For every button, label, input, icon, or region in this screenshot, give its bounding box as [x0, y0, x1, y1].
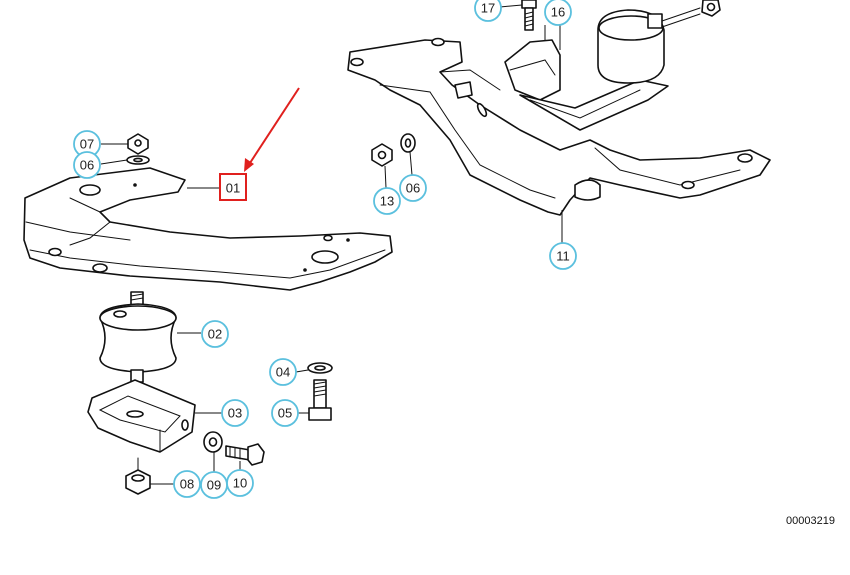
rubber-mount-part-02	[99, 291, 177, 383]
callout-17-label: 17	[481, 1, 495, 16]
callout-09[interactable]: 09	[200, 471, 228, 499]
callout-01-label: 01	[226, 181, 240, 196]
callout-02[interactable]: 02	[201, 320, 229, 348]
callout-01[interactable]: 01	[219, 173, 247, 201]
callout-16-label: 16	[551, 5, 565, 20]
callout-06-left[interactable]: 06	[73, 151, 101, 179]
callout-08[interactable]: 08	[173, 470, 201, 498]
callout-06-left-label: 06	[80, 158, 94, 173]
callout-13-label: 13	[380, 194, 394, 209]
bolt-part-17	[521, 0, 537, 31]
callout-11[interactable]: 11	[549, 242, 577, 270]
callout-06-right[interactable]: 06	[399, 174, 427, 202]
crossmember-part-11	[347, 37, 771, 216]
nut-part-08	[125, 457, 151, 495]
bracket-part-03	[87, 379, 196, 453]
washer-part-06-left	[126, 155, 150, 165]
callout-02-label: 02	[208, 327, 222, 342]
washer-part-04	[307, 362, 333, 374]
callout-05[interactable]: 05	[271, 399, 299, 427]
callout-11-label: 11	[556, 249, 570, 264]
bolt-part-10	[225, 443, 265, 466]
callout-09-label: 09	[207, 478, 221, 493]
upper-bracket-part-16	[504, 39, 669, 131]
diagram-reference-number: 00003219	[786, 515, 835, 527]
washer-part-06-upper	[400, 133, 416, 153]
nut-part-07	[127, 133, 149, 155]
callout-06-right-label: 06	[406, 181, 420, 196]
callout-07-label: 07	[80, 137, 94, 152]
callout-16[interactable]: 16	[544, 0, 572, 26]
bolt-part-05	[308, 379, 332, 421]
washer-part-09	[203, 431, 223, 453]
callout-04[interactable]: 04	[269, 358, 297, 386]
callout-13[interactable]: 13	[373, 187, 401, 215]
callout-10[interactable]: 10	[226, 469, 254, 497]
callout-08-label: 08	[180, 477, 194, 492]
nut-top-right	[701, 0, 721, 17]
callout-03-label: 03	[228, 406, 242, 421]
carrier-part-01	[23, 167, 393, 291]
callout-03[interactable]: 03	[221, 399, 249, 427]
callout-04-label: 04	[276, 365, 290, 380]
nut-part-13	[371, 143, 393, 167]
leader-lines	[100, 4, 563, 485]
highlight-arrow	[244, 87, 300, 172]
upper-rubber-mount	[597, 7, 701, 84]
callout-10-label: 10	[233, 476, 247, 491]
callout-05-label: 05	[278, 406, 292, 421]
callout-17[interactable]: 17	[474, 0, 502, 22]
